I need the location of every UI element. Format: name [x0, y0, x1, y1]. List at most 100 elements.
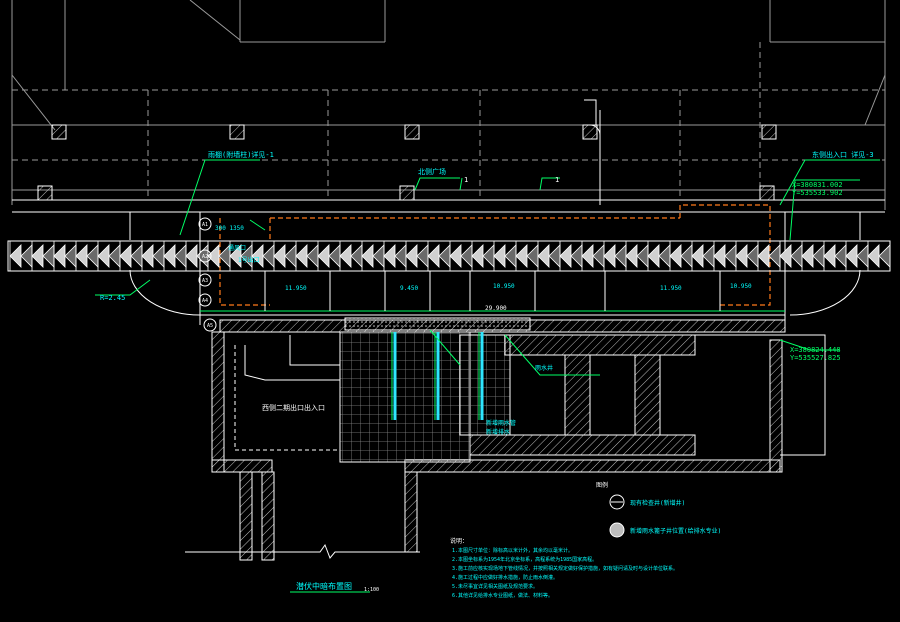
- drawing-title: 潜伏中暗布置图: [296, 581, 352, 591]
- strip-triangle: [9, 244, 22, 268]
- strip-triangle: [361, 244, 374, 268]
- label-left-radius: R=2.45: [100, 294, 125, 302]
- strip-triangle: [482, 244, 495, 268]
- strip-triangle: [548, 244, 561, 268]
- strip-triangle: [471, 244, 484, 268]
- strip-triangle: [724, 244, 737, 268]
- note-4: 4.施工过程中应做好排水措施，防止雨水倒灌。: [452, 574, 558, 581]
- note-1: 1.本图尺寸单位：除标高以米计外，其余均以毫米计。: [452, 547, 573, 554]
- dim-strip: 29.900: [485, 305, 507, 312]
- strip-triangle: [592, 244, 605, 268]
- strip-triangle: [460, 244, 473, 268]
- strip-triangle: [856, 244, 869, 268]
- strip-triangle: [603, 244, 616, 268]
- strip-triangle: [812, 244, 825, 268]
- strip-triangle: [493, 244, 506, 268]
- strip-triangle: [559, 244, 572, 268]
- strip-triangle: [284, 244, 297, 268]
- strip-triangle: [207, 244, 220, 268]
- strip-triangle: [152, 244, 165, 268]
- strip-triangle: [86, 244, 99, 268]
- strip-triangle: [317, 244, 330, 268]
- strip-triangle: [658, 244, 671, 268]
- leader-lines: [95, 159, 880, 376]
- strip-triangle: [185, 244, 198, 268]
- axis-circle-4: [198, 293, 212, 307]
- coord-top-y: Y=535533.902: [792, 189, 843, 197]
- strip-triangle: [636, 244, 649, 268]
- strip-triangle: [53, 244, 66, 268]
- legend-1: 现有检查井(新增井): [630, 499, 685, 507]
- strip-triangle: [867, 244, 880, 268]
- platform-strip: [200, 271, 786, 333]
- strip-triangle: [350, 244, 363, 268]
- strip-triangle: [394, 244, 407, 268]
- axis-circle-3: [198, 273, 212, 287]
- strip-triangle: [372, 244, 385, 268]
- strip-triangle: [790, 244, 803, 268]
- axis-number-labels: A1 A2 A3 A4 A5: [202, 222, 213, 329]
- title-lines: [185, 543, 420, 593]
- note-5: 5.未尽事宜详见相关图纸及规范要求。: [452, 583, 538, 590]
- strip-triangle: [625, 244, 638, 268]
- label-top-left: 雨棚(附墙柱)详见-1: [208, 150, 274, 159]
- dim-2: 9.450: [400, 285, 418, 292]
- strip-triangle: [801, 244, 814, 268]
- note-6: 6.其他详见给排水专业图纸，做法、材料等。: [452, 592, 553, 599]
- dim-3: 10.950: [493, 283, 515, 290]
- label-mark-a: 1: [464, 176, 468, 184]
- label-pipe-2: 新增排水: [486, 428, 510, 436]
- strip-triangle: [449, 244, 462, 268]
- axis-circle-2: [198, 249, 212, 263]
- strip-triangle: [427, 244, 440, 268]
- label-top-right: 东侧出入口 详见-3: [812, 150, 874, 159]
- strip-triangle: [680, 244, 693, 268]
- strip-triangle: [691, 244, 704, 268]
- curb-arcs: [129, 212, 861, 325]
- dim-5: 10.950: [730, 283, 752, 290]
- strip-triangle: [108, 244, 121, 268]
- strip-triangle: [416, 244, 429, 268]
- strip-triangle: [97, 244, 110, 268]
- strip-triangle: [405, 244, 418, 268]
- axis-number-5: A5: [207, 323, 213, 329]
- label-left-small: 300 1350: [215, 225, 244, 232]
- underground-walls: [211, 331, 826, 561]
- structural-columns: [37, 124, 777, 201]
- strip-triangle: [702, 244, 715, 268]
- strip-triangle: [163, 244, 176, 268]
- axis-number-2: A2: [202, 254, 208, 260]
- strip-triangle: [438, 244, 451, 268]
- strip-triangle: [845, 244, 858, 268]
- strip-triangle: [746, 244, 759, 268]
- note-3: 3.施工前应核实现场地下管线情况，并按照相关规定做好保护措施，如有疑问请及时与设…: [452, 565, 678, 572]
- strip-triangle: [306, 244, 319, 268]
- legend-symbol-1: [609, 494, 625, 510]
- coord-bot-y: Y=535527.825: [790, 354, 841, 362]
- strip-triangle: [141, 244, 154, 268]
- notes-head: 说明：: [450, 537, 468, 545]
- pipe-lines: [393, 332, 484, 420]
- label-pipe-1: 新增雨水管: [486, 419, 516, 427]
- label-left-entrance: 西侧二期出口出入口: [262, 403, 325, 412]
- dim-4: 11.950: [660, 285, 682, 292]
- axis-circle-5: [203, 318, 217, 332]
- legend-symbol-2: [609, 522, 625, 538]
- strip-triangle: [328, 244, 341, 268]
- strip-triangle: [75, 244, 88, 268]
- coord-top-x: X=380831.002: [792, 181, 843, 189]
- label-top-center: 北侧广场: [418, 167, 446, 176]
- legend-symbols: [609, 494, 625, 538]
- label-right-arrow: 雨水井: [535, 364, 553, 372]
- note-2: 2.本图坐标系为1954年北京坐标系，高程系统为1985国家高程。: [452, 556, 597, 563]
- axis-number-4: A4: [202, 298, 208, 304]
- strip-triangle: [537, 244, 550, 268]
- label-mark-b: 1: [555, 176, 559, 184]
- strip-triangle: [581, 244, 594, 268]
- strip-triangle: [64, 244, 77, 268]
- legend-head: 图例: [596, 481, 608, 489]
- coord-bot-x: X=380824.448: [790, 346, 841, 354]
- strip-triangle: [273, 244, 286, 268]
- strip-triangle: [504, 244, 517, 268]
- axis-circle-1: [198, 217, 212, 231]
